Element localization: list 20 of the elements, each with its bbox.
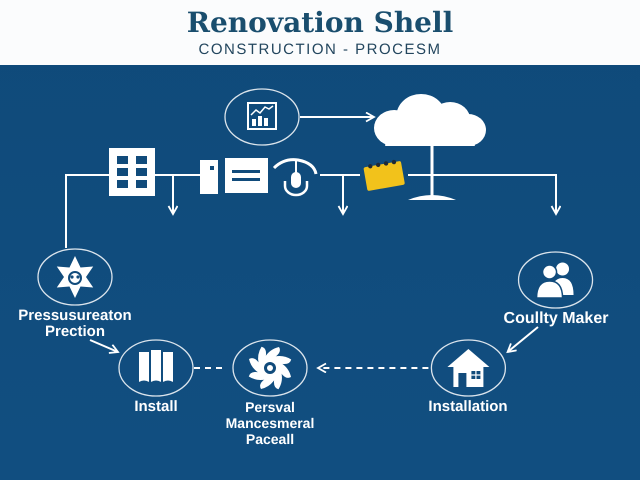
node-label: Persval Mancesmeral Paceall [224, 399, 316, 447]
connector-line [65, 174, 109, 248]
dashed-connector-line [194, 367, 222, 369]
node-label: Pressusureaton Prection [17, 308, 133, 340]
building-icon [109, 148, 155, 196]
document-icon [200, 158, 268, 194]
dashed-arrow [317, 362, 428, 374]
cloud-icon [374, 94, 486, 146]
arrow [90, 339, 119, 354]
headset-icon [272, 158, 320, 198]
node-label: Install [134, 399, 178, 415]
node-label: Installation [428, 399, 508, 415]
node-label: Coullty Maker [504, 311, 608, 327]
arrow [300, 112, 375, 122]
arrow [155, 174, 178, 215]
title: Renovation Shell [186, 7, 454, 39]
arrow [506, 326, 539, 353]
chart-icon [224, 88, 300, 146]
arrow [408, 174, 562, 215]
subtitle: CONSTRUCTION - PROCESM [198, 41, 442, 58]
